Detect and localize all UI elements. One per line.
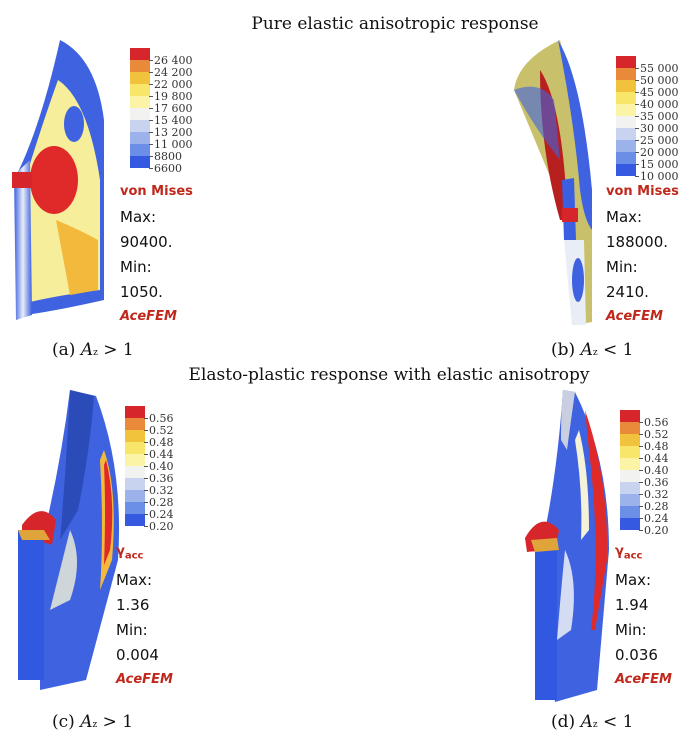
fem-model-b [514,40,592,325]
fem-model-c [18,390,120,690]
max-value: 1.94 [615,595,649,614]
colorbar-tick: 0.56 [144,412,174,425]
stats-d: γacc Max: 1.94 Min: 0.036 AceFEM [615,544,672,687]
colorbar-tick: 0.40 [144,460,174,473]
fem-model-d [525,390,609,702]
colorbar-tick: 50 000 [635,74,679,87]
quantity-label: von Mises [120,184,193,199]
acefem-logo: AceFEM [606,309,663,324]
min-label: Min: [615,620,647,639]
colorbar-tick: 0.20 [639,524,669,537]
acefem-logo: AceFEM [116,671,173,687]
colorbar-tick: 0.24 [144,508,174,521]
section-title-elastoplastic: Elasto-plastic response with elastic ani… [188,365,590,385]
colorbar-tick: 0.20 [144,520,174,533]
quantity-label: von Mises [606,184,679,199]
caption-label: (a) [52,340,76,360]
min-value: 0.036 [615,645,658,664]
colorbar-tick: 11 000 [149,138,193,151]
min-label: Min: [116,620,148,639]
caption-a: (a) Az > 1 [52,340,134,360]
max-value: 188000. [606,233,669,251]
quantity-label: γacc [615,544,643,562]
caption-label: (b) [551,340,576,360]
min-value: 0.004 [116,645,159,664]
min-label: Min: [606,258,638,276]
colorbar-tick: 25 000 [635,134,679,147]
colorbar-tick: 35 000 [635,110,679,123]
panel-b: 55 000 50 000 45 000 40 000 35 000 30 00… [500,40,700,370]
colorbar-a: 26 400 24 200 22 000 19 800 17 600 15 40… [130,48,250,174]
colorbar-tick: 0.40 [639,464,669,477]
max-label: Max: [116,570,153,589]
colorbar-tick: 30 000 [635,122,679,135]
colorbar-tick: 0.28 [639,500,669,513]
colorbar-tick: 0.36 [144,472,174,485]
colorbar-tick: 0.52 [639,428,669,441]
colorbar-tick: 8800 [149,150,182,163]
colorbar-tick: 10 000 [635,170,679,183]
colorbar-tick: 0.44 [144,448,174,461]
colorbar-tick: 45 000 [635,86,679,99]
colorbar-tick: 22 000 [149,78,193,91]
max-value: 1.36 [116,595,150,614]
colorbar-b: 55 000 50 000 45 000 40 000 35 000 30 00… [616,56,700,182]
panel-d: 0.56 0.52 0.48 0.44 0.40 0.36 0.32 0.28 … [505,390,700,720]
caption-label: (d) [551,712,576,732]
colorbar-tick: 0.24 [639,512,669,525]
colorbar-d: 0.56 0.52 0.48 0.44 0.40 0.36 0.32 0.28 … [620,410,700,536]
colorbar-tick: 55 000 [635,62,679,75]
max-label: Max: [120,208,157,226]
stats-c: γacc Max: 1.36 Min: 0.004 AceFEM [116,544,173,687]
colorbar-tick: 40 000 [635,98,679,111]
max-label: Max: [615,570,652,589]
section-title-elastic: Pure elastic anisotropic response [251,14,539,34]
acefem-logo: AceFEM [120,309,177,324]
fem-model-a [12,40,104,320]
caption-c: (c) Az > 1 [52,712,134,732]
quantity-label: γacc [116,544,144,562]
stats-b: von Mises Max: 188000. Min: 2410. AceFEM [606,184,679,324]
colorbar-tick: 0.36 [639,476,669,489]
max-label: Max: [606,208,643,226]
colorbar-tick: 20 000 [635,146,679,159]
stats-a: von Mises Max: 90400. Min: 1050. AceFEM [120,184,193,324]
colorbar-tick: 0.32 [144,484,174,497]
colorbar-tick: 0.48 [639,440,669,453]
colorbar-tick: 19 800 [149,90,193,103]
colorbar-c: 0.56 0.52 0.48 0.44 0.40 0.36 0.32 0.28 … [125,406,245,532]
caption-b: (b) Az < 1 [551,340,634,360]
colorbar-tick: 17 600 [149,102,193,115]
colorbar-tick: 15 000 [635,158,679,171]
acefem-logo: AceFEM [615,671,672,687]
colorbar-tick: 13 200 [149,126,193,139]
panel-c: 0.56 0.52 0.48 0.44 0.40 0.36 0.32 0.28 … [0,390,330,720]
min-label: Min: [120,258,152,276]
colorbar-tick: 0.44 [639,452,669,465]
caption-label: (c) [52,712,75,732]
colorbar-tick: 15 400 [149,114,193,127]
colorbar-tick: 24 200 [149,66,193,79]
colorbar-tick: 0.52 [144,424,174,437]
max-value: 90400. [120,233,173,251]
colorbar-tick: 6600 [149,162,182,175]
colorbar-tick: 0.28 [144,496,174,509]
colorbar-tick: 26 400 [149,54,193,67]
min-value: 1050. [120,283,163,301]
caption-d: (d) Az < 1 [551,712,634,732]
panel-a: 26 400 24 200 22 000 19 800 17 600 15 40… [0,40,330,370]
colorbar-tick: 0.32 [639,488,669,501]
colorbar-tick: 0.56 [639,416,669,429]
colorbar-tick: 0.48 [144,436,174,449]
min-value: 2410. [606,283,649,301]
